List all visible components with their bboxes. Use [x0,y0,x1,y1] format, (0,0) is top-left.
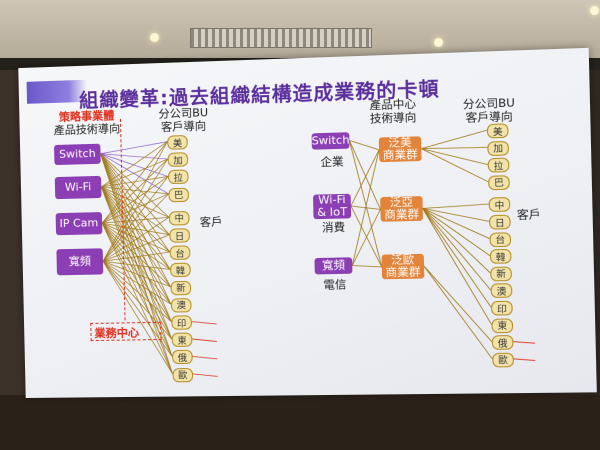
region-node-right: 澳 [491,284,513,299]
connector-line [423,207,490,257]
business-group-box: 泛歐 商業群 [381,254,424,280]
product-box-right: 寬頻 [314,257,352,274]
region-node-left: 東 [172,333,193,347]
region-node-left: 日 [169,228,190,243]
region-node-right: 巴 [488,175,510,190]
product-box-left: Wi-Fi [55,176,102,199]
region-node-right: 新 [490,266,512,281]
business-group-box: 泛美 商業群 [379,136,422,162]
left-header-strategic: 策略事業體 產品技術導向 [53,109,120,137]
left-header-strategic-line2: 產品技術導向 [54,122,121,137]
connector-line [423,204,489,208]
region-node-right: 拉 [488,158,510,173]
region-node-left: 拉 [168,170,189,185]
projection-screen: 組織變革:過去組織結構造成業務的卡頓 策略事業體 產品技術導向 分公司BU 客戶… [18,48,597,398]
region-node-right: 東 [491,318,513,333]
connector-line [421,147,488,184]
product-box-right: Switch [312,132,350,149]
right-header-bu-line2: 客戶導向 [463,110,515,125]
connector-line [424,265,492,360]
right-header-bu: 分公司BU 客戶導向 [463,96,516,125]
business-center-label: 業務中心 [94,324,139,341]
region-node-left: 加 [168,152,189,167]
connector-line [191,373,218,376]
left-header-bu: 分公司BU 客戶導向 [158,106,208,134]
ceiling-light [150,33,159,42]
connector-line [100,142,167,154]
region-node-left: 韓 [170,263,191,278]
connector-line [423,207,491,274]
region-node-right: 中 [489,197,511,212]
connector-line [191,356,218,359]
region-node-right: 韓 [490,249,512,264]
right-customer-label: 客戶 [517,206,541,223]
connector-line [352,265,381,268]
right-header-product-center: 產品中心 技術導向 [369,97,416,125]
ceiling-vent [190,28,372,48]
connector-line [190,321,217,324]
region-node-left: 新 [170,280,191,295]
connector-line [103,260,173,375]
product-box-left: 寬頻 [56,248,103,275]
product-box-left: IP Cam [56,212,103,235]
connector-line [424,265,492,343]
region-node-left: 台 [170,246,191,261]
product-box-left: Switch [54,144,101,165]
segment-label: 電信 [323,276,346,293]
region-node-left: 印 [171,315,192,329]
region-node-right: 加 [487,141,509,156]
connector-line [349,140,379,151]
connector-line [423,207,491,309]
region-node-left: 俄 [172,350,193,364]
connector-line [190,338,217,341]
connector-line [512,358,536,360]
region-node-left: 中 [169,211,190,226]
connector-line [511,341,535,343]
region-node-right: 日 [489,215,511,230]
connector-line [423,207,492,326]
connector-line [421,147,487,149]
left-customer-label: 客戶 [200,213,223,230]
ceiling-light [590,6,599,15]
region-node-left: 美 [167,135,188,150]
connector-line [102,222,171,306]
ceiling-light [434,38,443,47]
right-header-center-line2: 技術導向 [370,111,417,126]
segment-label: 消費 [322,218,345,235]
connector-line [421,130,487,148]
connector-line [421,147,487,167]
region-node-right: 印 [491,301,513,316]
region-node-left: 澳 [171,298,192,313]
region-node-right: 俄 [492,335,514,350]
region-node-left: 歐 [172,368,193,382]
region-node-right: 台 [489,232,511,247]
business-group-box: 泛亞 商業群 [380,196,423,222]
region-node-right: 美 [487,123,509,138]
region-node-left: 巴 [168,187,189,202]
left-header-bu-line2: 客戶導向 [159,119,209,134]
segment-label: 企業 [320,153,343,170]
room-floor [0,395,600,450]
product-box-right: Wi-Fi & IoT [313,194,351,219]
region-node-right: 歐 [492,352,514,367]
